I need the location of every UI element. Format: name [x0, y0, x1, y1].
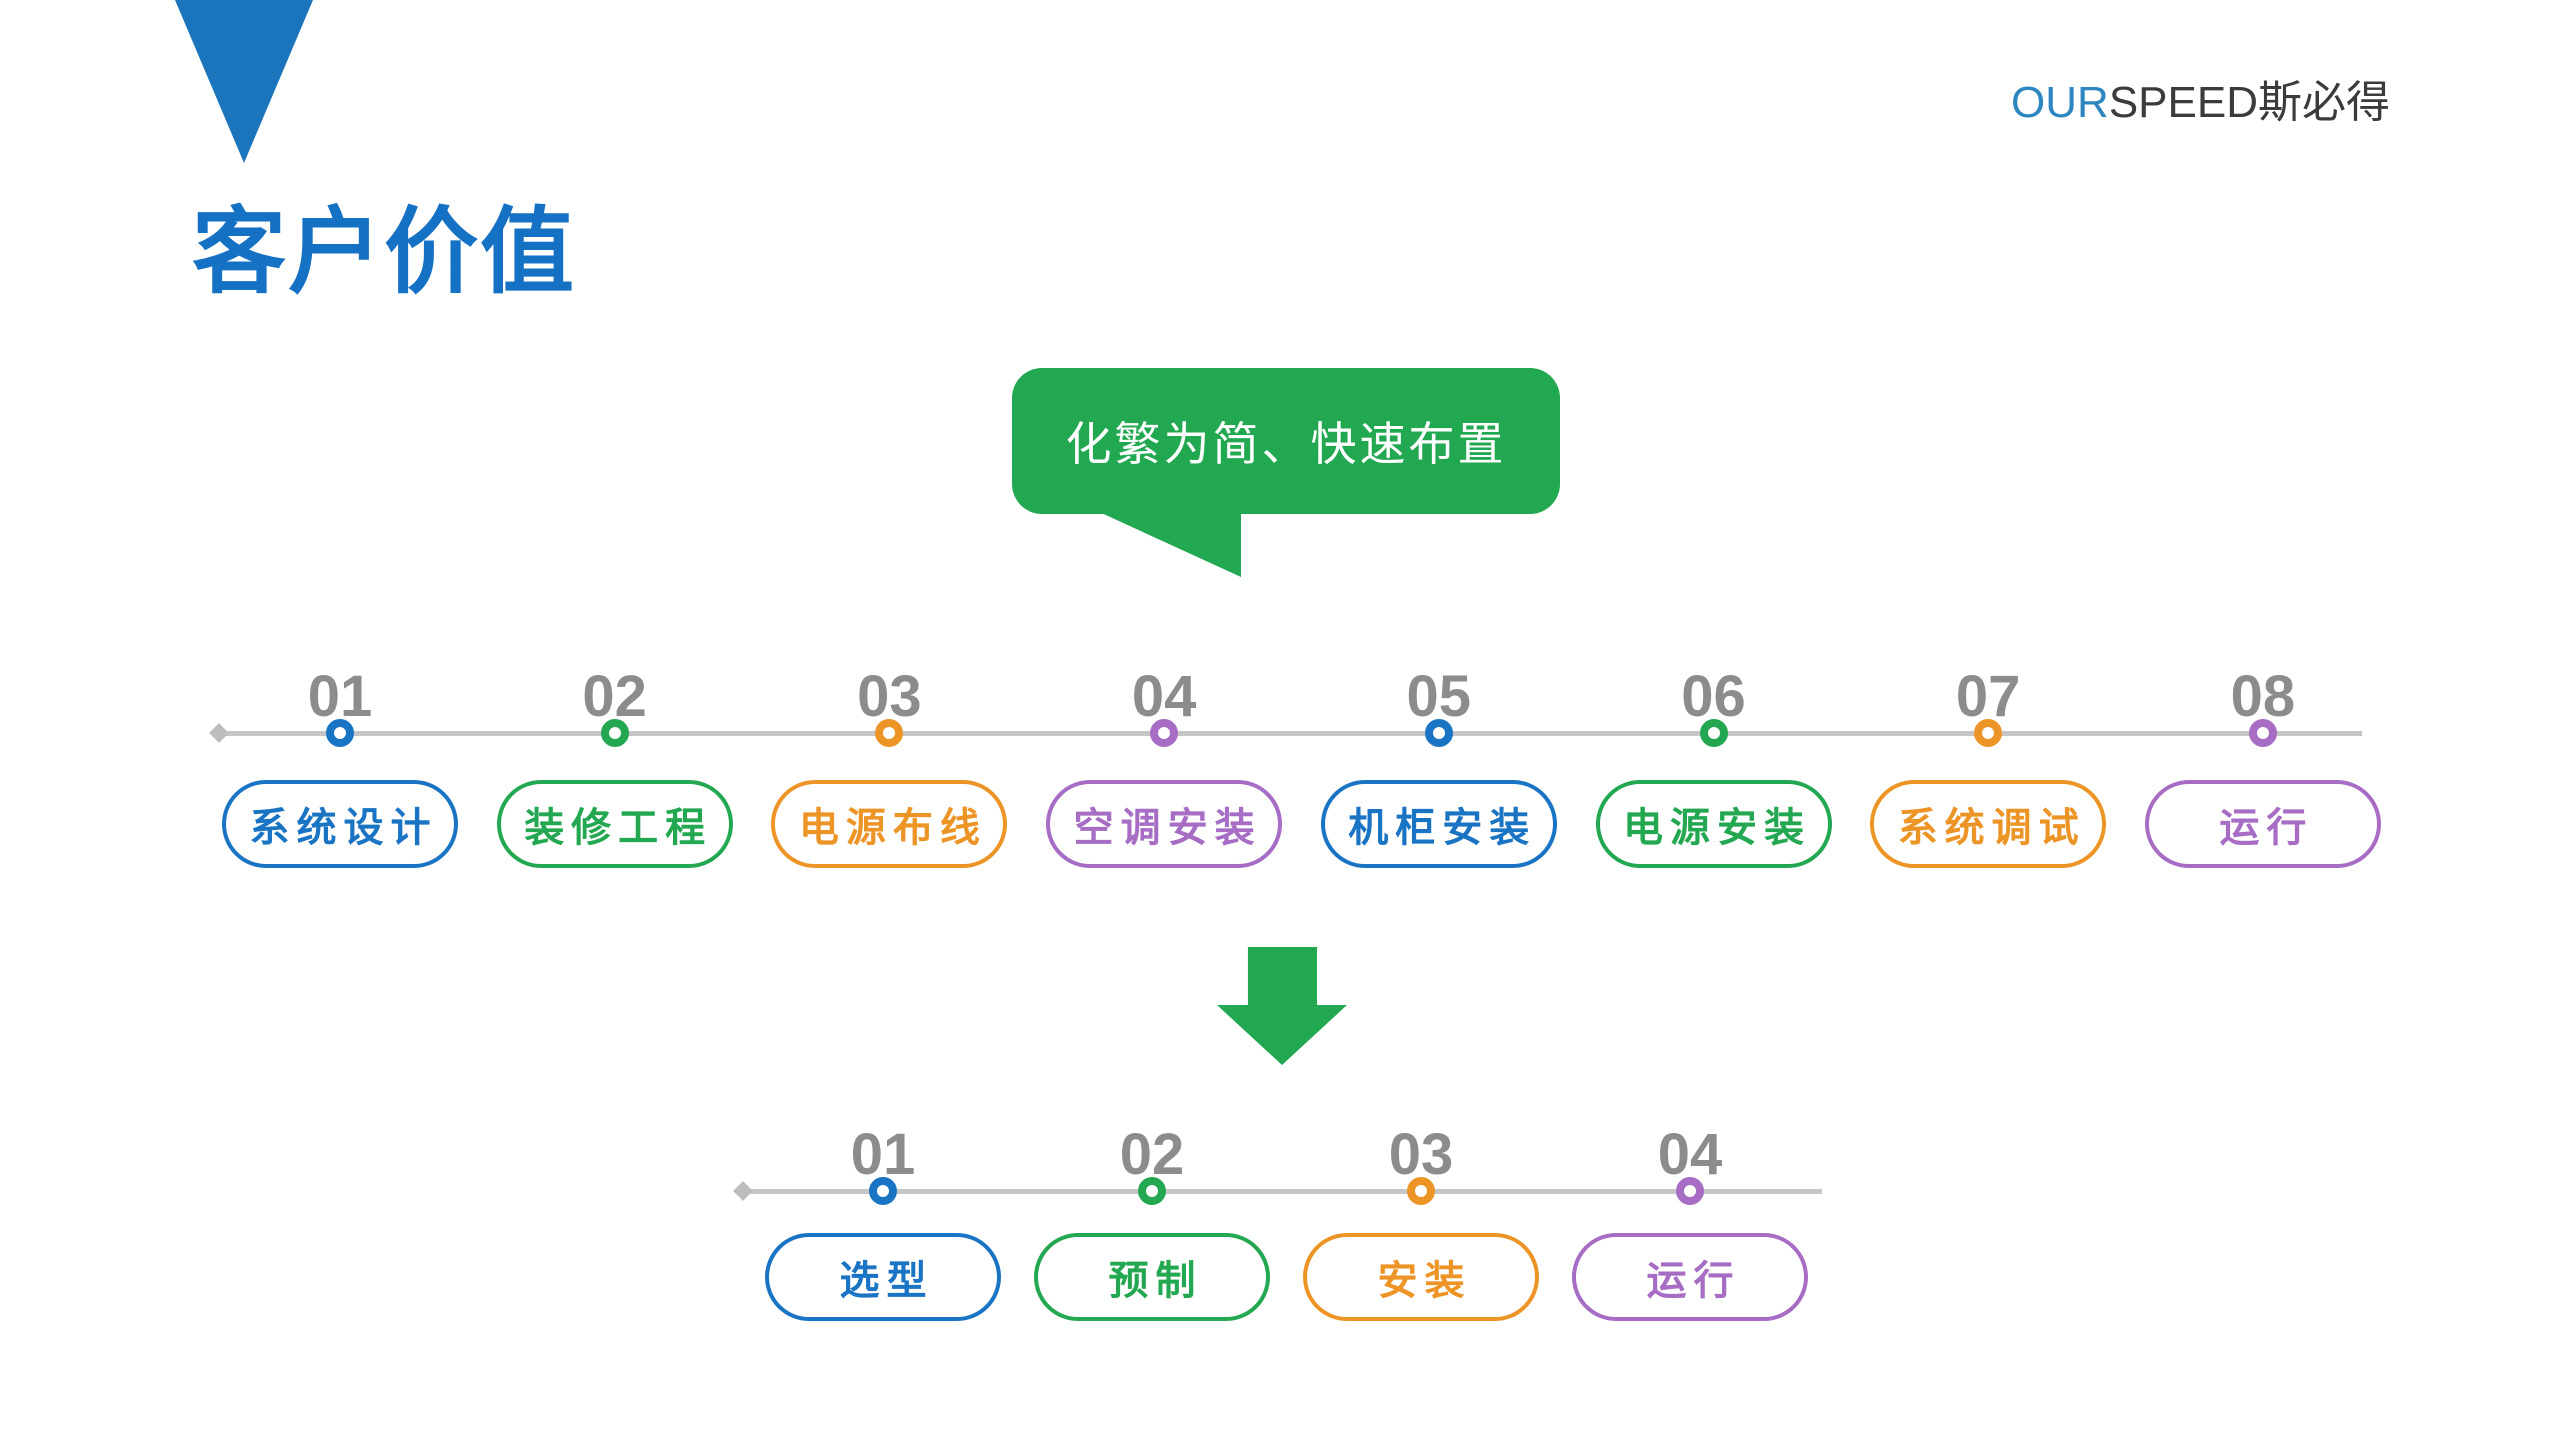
timeline-dot — [600, 719, 629, 747]
step-pill: 电源安装 — [1595, 780, 1832, 868]
brand-logo-speed: SPEED斯必得 — [2108, 78, 2390, 127]
step-label: 安装 — [1377, 1259, 1472, 1303]
step-pill: 预制 — [1034, 1233, 1270, 1321]
step-pill: 安装 — [1303, 1233, 1539, 1321]
station-number: 02 — [582, 664, 647, 729]
step-label: 预制 — [1108, 1259, 1203, 1303]
step-label: 空调安装 — [1073, 806, 1262, 850]
down-arrow-icon — [1217, 947, 1347, 1065]
step-label: 系统设计 — [249, 806, 438, 850]
corner-triangle-decoration — [175, 0, 313, 163]
station-number: 05 — [1406, 664, 1472, 729]
step-pill: 机柜安装 — [1320, 780, 1557, 868]
station-number: 08 — [2230, 664, 2296, 729]
station-number: 07 — [1955, 664, 2021, 729]
step-label: 系统调试 — [1897, 806, 2086, 850]
timeline-dot — [1150, 719, 1179, 747]
timeline-line — [742, 1189, 1822, 1194]
timeline-dot — [1974, 719, 2003, 747]
brand-logo-our: OUR — [2011, 78, 2109, 127]
timeline-dot — [1424, 719, 1453, 747]
speech-bubble-text: 化繁为简、快速布置 — [1065, 418, 1507, 470]
station-number: 04 — [1657, 1122, 1723, 1187]
timeline-dot — [1407, 1177, 1435, 1205]
step-pill: 装修工程 — [496, 780, 733, 868]
step-label: 运行 — [1646, 1259, 1741, 1303]
timeline-start-diamond — [209, 723, 229, 743]
timeline-dot — [875, 719, 904, 747]
step-pill: 选型 — [765, 1233, 1001, 1321]
step-label: 机柜安装 — [1348, 806, 1537, 850]
step-label: 电源安装 — [1623, 806, 1811, 850]
step-label: 装修工程 — [524, 806, 713, 850]
timeline-dot — [2248, 719, 2277, 747]
timeline-line — [213, 731, 2362, 736]
station-number: 02 — [1119, 1122, 1185, 1187]
step-pill: 系统调试 — [1870, 780, 2107, 868]
step-pill: 空调安装 — [1046, 780, 1283, 868]
station-number: 06 — [1681, 664, 1746, 729]
timeline-dot — [326, 719, 354, 747]
brand-logo: OURSPEED斯必得 — [2011, 66, 2390, 130]
step-label: 运行 — [2219, 806, 2314, 850]
step-pill: 运行 — [2144, 780, 2381, 868]
step-label: 选型 — [839, 1259, 934, 1303]
page-title: 客户价值 — [192, 199, 577, 304]
station-number: 03 — [857, 664, 922, 729]
step-pill: 电源布线 — [771, 780, 1008, 868]
station-number: 03 — [1388, 1122, 1454, 1187]
timeline-dot — [1676, 1177, 1704, 1205]
timeline-start-diamond — [733, 1181, 753, 1201]
step-label: 电源布线 — [798, 806, 987, 850]
station-number: 01 — [307, 664, 373, 729]
station-number: 01 — [850, 1122, 916, 1187]
speech-bubble-tail — [1097, 511, 1241, 577]
timeline-dot — [1138, 1177, 1166, 1205]
station-number: 04 — [1131, 664, 1197, 729]
timeline-dot — [1699, 719, 1728, 747]
step-pill: 运行 — [1572, 1233, 1808, 1321]
speech-bubble: 化繁为简、快速布置 — [1012, 368, 1560, 514]
step-pill: 系统设计 — [222, 780, 458, 868]
timeline-dot — [869, 1177, 897, 1205]
